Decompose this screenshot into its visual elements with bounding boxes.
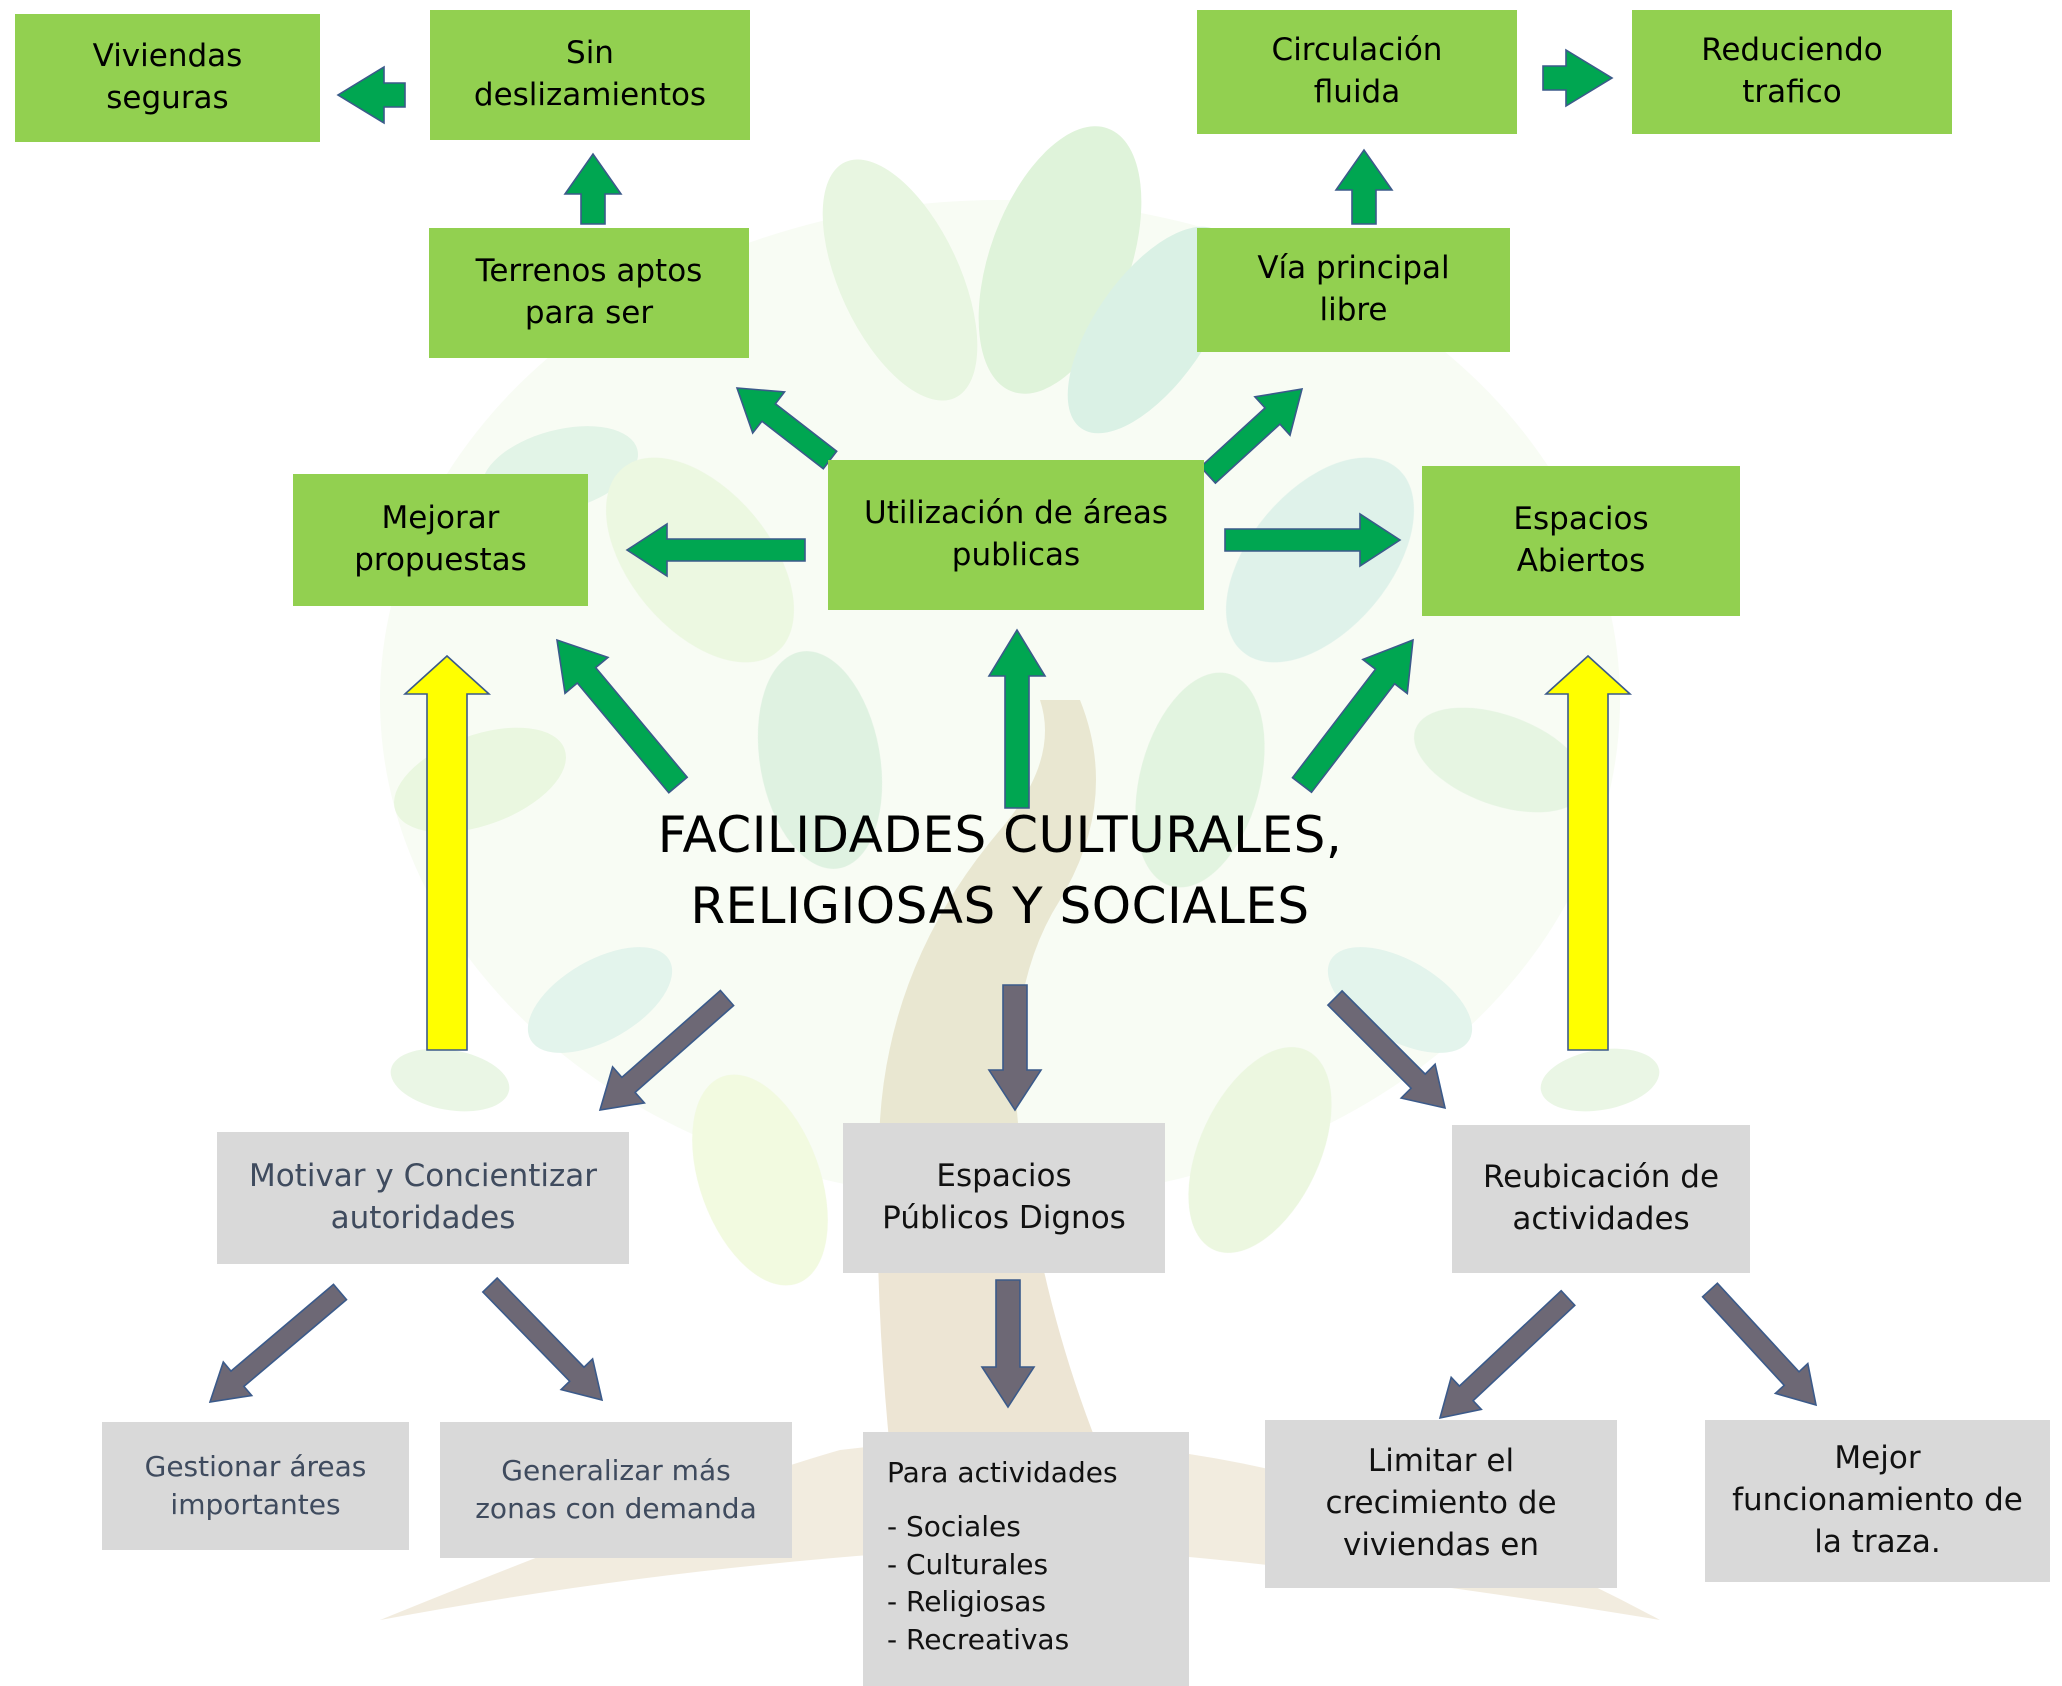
box-terrenos-line-2: para ser [524,295,654,331]
arrow-center-to-mejorar [556,638,689,794]
arrow-reubicacion-to-limitar [1438,1289,1576,1420]
box-viviendas-line-2: seguras [106,80,229,116]
arrow-utilizacion-to-mejorar [625,522,806,578]
box-gestionar-line-2: importantes [170,1488,341,1521]
actividades-item-sociales: - Sociales [887,1509,1021,1543]
arrow-utilizacion-to-via [1199,388,1304,485]
box-limitar-line-2: crecimiento de [1325,1485,1557,1522]
actividades-item-recreativas: - Recreativas [887,1623,1070,1657]
box-mejorar-propuestas: Mejorar propuestas [293,474,588,606]
box-espacios-publicos-line-2: Públicos Dignos [882,1200,1126,1236]
box-limitar-line-3: viviendas en [1342,1526,1540,1563]
arrow-circulacion-to-reduciendo [1542,48,1614,108]
arrow-motivar-to-mejorar [402,654,492,1051]
actividades-item-religiosas: - Religiosas [887,1585,1047,1619]
box-via-line-2: libre [1319,292,1388,328]
box-mejorar-line-1: Mejorar [381,500,500,537]
box-circulacion-fluida: Circulación fluida [1197,10,1517,134]
box-reubicacion-actividades: Reubicación de actividades [1452,1125,1750,1273]
box-gestionar-areas: Gestionar áreas importantes [102,1422,409,1550]
tree-trunk [877,700,1140,1540]
actividades-item-culturales: - Culturales [887,1547,1049,1581]
box-sin-desliz-line-2: deslizamientos [473,77,707,113]
arrow-reubicacion-to-mejor [1701,1282,1818,1407]
box-generalizar-line-1: Generalizar más [501,1454,731,1488]
box-generalizar-zonas: Generalizar más zonas con demanda [440,1422,792,1558]
box-reduciendo-line-2: trafico [1742,74,1842,110]
arrow-motivar-to-gestionar [208,1283,348,1403]
box-para-actividades: Para actividades - Sociales - Culturales… [863,1432,1189,1686]
box-mejor-func-line-3: la traza. [1814,1523,1941,1560]
box-sin-desliz-line-1: Sin [566,35,614,72]
arrow-center-to-reubicacion [1326,989,1447,1110]
arrow-center-to-abiertos [1291,638,1414,794]
box-reduciendo-trafico: Reduciendo trafico [1632,10,1952,134]
box-motivar-line-1: Motivar y Concientizar [248,1158,598,1195]
arrow-utilizacion-to-abiertos [1224,512,1402,568]
box-mejor-func-line-2: funcionamiento de [1732,1482,2023,1519]
box-motivar-line-2: autoridades [330,1200,516,1236]
arrow-via-to-circulacion [1334,148,1394,225]
box-via-line-1: Vía principal [1257,250,1450,287]
box-generalizar-line-2: zonas con demanda [475,1492,757,1525]
box-espacios-publicos: Espacios Públicos Dignos [843,1123,1165,1273]
box-espacios-abiertos: Espacios Abiertos [1422,466,1740,616]
box-terrenos-line-1: Terrenos aptos [475,253,703,290]
box-viviendas-line-1: Viviendas [92,38,243,75]
box-terrenos-aptos: Terrenos aptos para ser [429,228,749,358]
box-mejor-func-line-1: Mejor [1834,1440,1921,1477]
box-reduciendo-line-1: Reduciendo [1701,32,1883,69]
box-reubicacion-line-2: actividades [1512,1201,1690,1237]
box-espacios-abiertos-line-1: Espacios [1513,501,1649,538]
box-motivar-concientizar: Motivar y Concientizar autoridades [217,1132,629,1264]
box-mejor-funcionamiento: Mejor funcionamiento de la traza. [1705,1420,2050,1582]
box-mejorar-line-2: propuestas [354,542,527,578]
box-circulacion-line-2: fluida [1313,74,1401,110]
box-reubicacion-line-1: Reubicación de [1482,1159,1720,1196]
arrow-center-to-espacios [987,984,1043,1112]
box-gestionar-line-1: Gestionar áreas [144,1450,367,1484]
actividades-heading: Para actividades [887,1456,1118,1489]
arrow-terrenos-to-sin [563,152,623,225]
arrow-espacios-to-actividades [980,1279,1036,1409]
box-limitar-crecimiento: Limitar el crecimiento de viviendas en [1265,1420,1617,1588]
box-utilizacion-line-1: Utilización de áreas [864,495,1168,532]
main-title-line-1: FACILIDADES CULTURALES, [657,806,1343,864]
arrow-sin-to-viviendas [336,65,406,125]
box-circulacion-line-1: Circulación [1271,32,1443,69]
box-limitar-line-1: Limitar el [1367,1443,1515,1480]
main-title-line-2: RELIGIOSAS Y SOCIALES [690,877,1310,935]
arrow-center-to-utilizacion [987,628,1047,809]
tree-leaves [380,126,1660,1286]
box-via-principal: Vía principal libre [1197,228,1510,352]
arrow-reubicacion-to-abiertos [1543,654,1633,1051]
arrow-center-to-motivar [598,989,735,1111]
box-espacios-abiertos-line-2: Abiertos [1516,543,1646,579]
box-utilizacion-areas: Utilización de áreas publicas [828,460,1204,610]
main-title: FACILIDADES CULTURALES, RELIGIOSAS Y SOC… [560,800,1440,942]
box-sin-deslizamientos: Sin deslizamientos [430,10,750,140]
arrow-utilizacion-to-terrenos [735,387,838,470]
box-utilizacion-line-2: publicas [951,537,1081,573]
box-viviendas-seguras: Viviendas seguras [15,14,320,142]
arrow-motivar-to-generalizar [481,1276,604,1402]
box-espacios-publicos-line-1: Espacios [936,1158,1072,1195]
